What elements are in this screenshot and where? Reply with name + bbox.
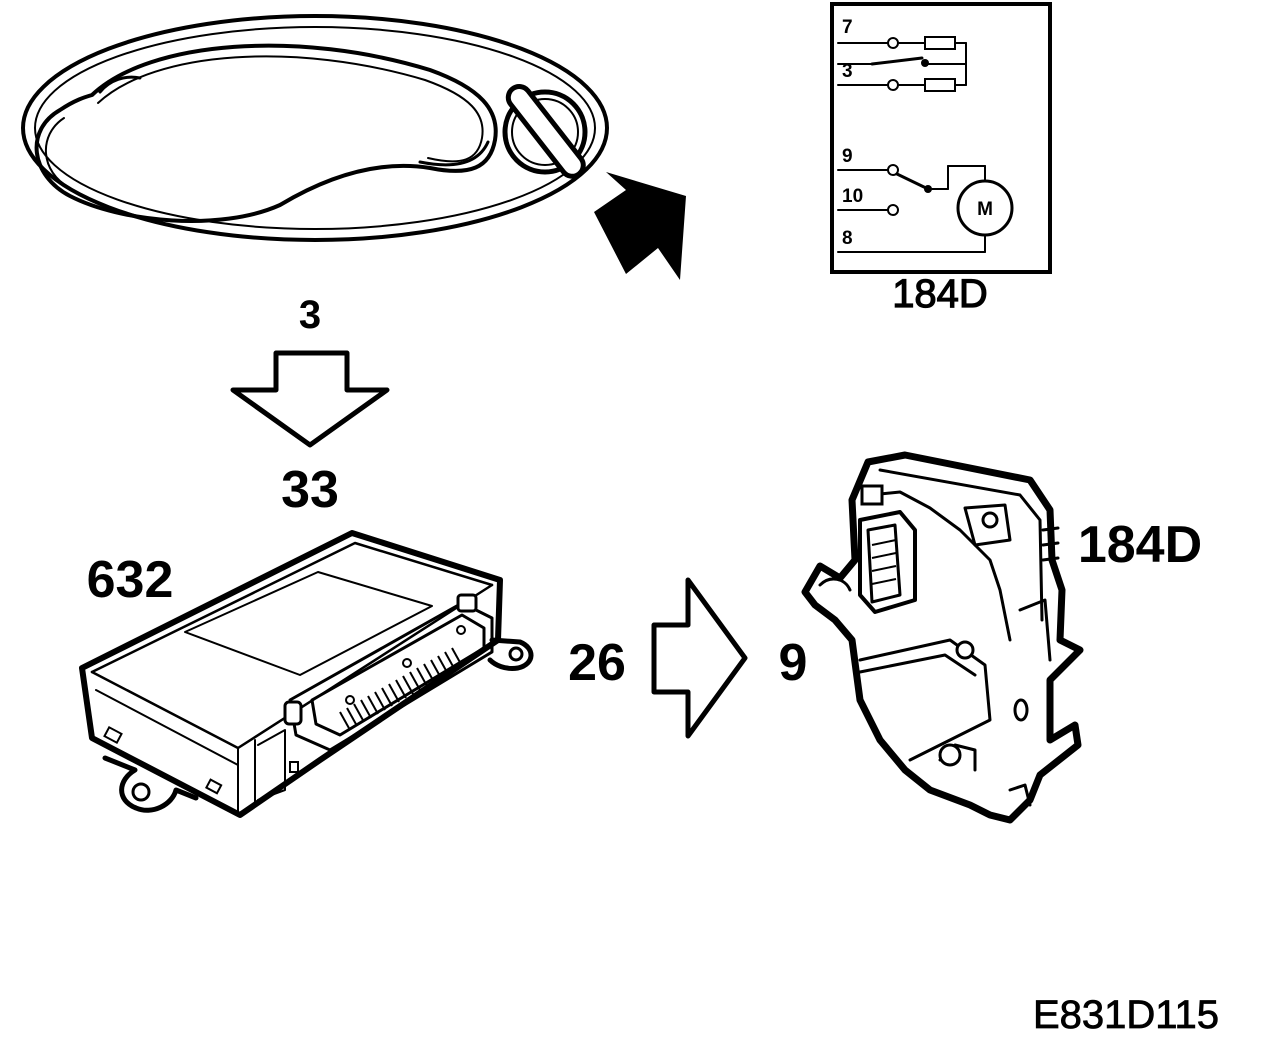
handle-pin-label: 3 <box>299 293 321 337</box>
down-arrow-icon <box>230 350 390 448</box>
control-module <box>79 530 534 818</box>
right-arrow-icon <box>651 577 748 739</box>
schematic-pin-7: 7 <box>842 17 853 38</box>
schematic-pin-9: 9 <box>842 146 853 167</box>
motor-label: M <box>977 199 993 220</box>
schematic-switch-upper <box>837 36 967 92</box>
zoom-arrow-icon <box>594 172 686 280</box>
module-pin-label: 33 <box>281 461 339 519</box>
lock-in-pin-label: 9 <box>779 634 808 692</box>
connector-pins <box>339 647 463 731</box>
door-handle <box>21 14 609 242</box>
schematic-pin-10: 10 <box>842 186 863 207</box>
module-out-pin-label: 26 <box>568 634 626 692</box>
lock-id-label: 184D <box>1078 516 1202 574</box>
figure-code: E831D115 <box>1033 993 1219 1037</box>
schematic-id: 184D <box>892 272 988 316</box>
lock-actuator <box>801 451 1084 824</box>
key-cylinder-icon <box>502 83 588 179</box>
schematic-pin-3: 3 <box>842 61 853 82</box>
module-id-label: 632 <box>87 551 174 609</box>
lock-schematic: 7 3 9 10 8 <box>830 2 1052 274</box>
schematic-pin-8: 8 <box>842 228 853 249</box>
schematic-switch-lower: M <box>837 164 1014 253</box>
